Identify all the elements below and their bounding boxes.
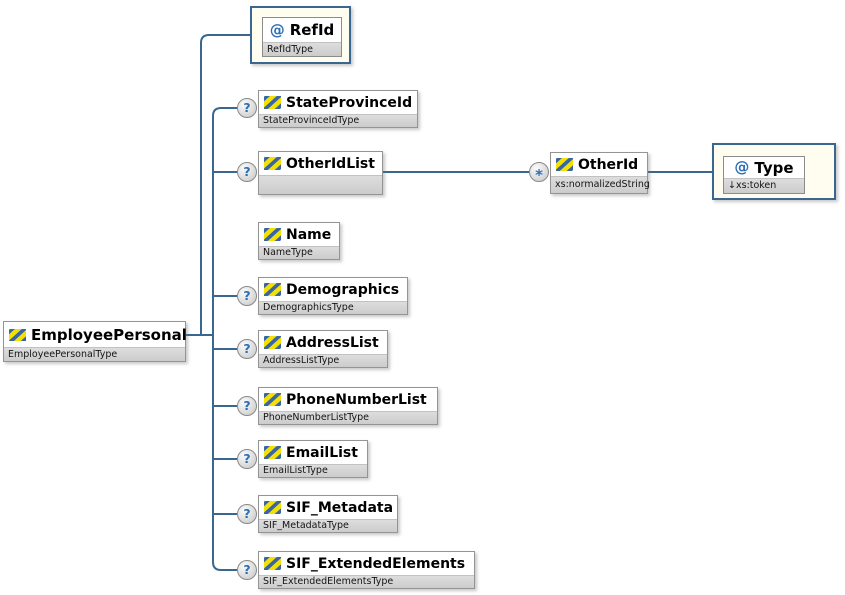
node-type-frame[interactable]: @ Type ↓xs:token [712,143,836,200]
node-label: EmailList [286,444,358,461]
node-demographics[interactable]: Demographics DemographicsType [258,277,408,315]
node-label: StateProvinceId [286,94,413,111]
element-icon [264,96,281,109]
optional-badge: ? [237,162,257,182]
node-sifmetadata[interactable]: SIF_Metadata SIF_MetadataType [258,495,398,533]
optional-badge: ? [237,504,257,524]
node-label: PhoneNumberList [286,391,427,408]
optional-badge: ? [237,396,257,416]
node-type: ↓xs:token [724,178,804,193]
node-type: xs:normalizedString [551,176,650,193]
node-type: NameType [259,246,339,259]
node-name[interactable]: Name NameType [258,222,340,260]
element-icon [264,501,281,514]
optional-badge: ? [237,98,257,118]
many-badge: * [529,162,549,184]
attribute-icon: @ [734,158,750,176]
node-label: SIF_Metadata [286,499,394,516]
node-label: RefId [289,21,335,39]
node-refid-frame[interactable]: @ RefId RefIdType [250,6,351,64]
node-type: DemographicsType [259,301,407,314]
node-type [259,175,382,194]
node-label: Name [286,226,332,243]
element-icon [264,393,281,406]
node-addresslist[interactable]: AddressList AddressListType [258,330,388,368]
node-type: SIF_ExtendedElementsType [259,575,474,588]
connector-element-trunk [212,107,237,571]
node-type: EmployeePersonalType [4,347,185,361]
optional-badge: ? [237,449,257,469]
node-type: SIF_MetadataType [259,519,397,532]
node-label: OtherId [578,156,639,173]
optional-badge: ? [237,560,257,580]
optional-badge: ? [237,286,257,306]
element-icon [264,557,281,570]
element-icon [264,446,281,459]
element-icon [264,157,281,170]
node-otherid[interactable]: OtherId xs:normalizedString [550,152,650,194]
node-label: Type [754,158,794,177]
node-type: RefIdType [263,42,341,56]
node-emaillist[interactable]: EmailList EmailListType [258,440,368,478]
node-refid[interactable]: @ RefId RefIdType [262,17,342,57]
node-type: AddressListType [259,354,387,367]
node-stateprovinceid[interactable]: StateProvinceId StateProvinceIdType [258,90,418,128]
connector-attribute-trunk [200,34,250,335]
node-phonenumberlist[interactable]: PhoneNumberList PhoneNumberListType [258,387,438,425]
attribute-icon: @ [269,20,285,39]
node-otheridlist[interactable]: OtherIdList [258,151,383,195]
node-typeattr[interactable]: @ Type ↓xs:token [723,156,805,194]
node-employeepersonal[interactable]: EmployeePersonal EmployeePersonalType [3,321,187,362]
element-icon [264,228,281,241]
element-icon [264,283,281,296]
node-sifextendedelements[interactable]: SIF_ExtendedElements SIF_ExtendedElement… [258,551,475,589]
node-label: Demographics [286,281,400,298]
element-icon [264,336,281,349]
optional-badge: ? [237,339,257,359]
node-type: EmailListType [259,464,367,477]
node-type: PhoneNumberListType [259,411,437,424]
node-type: StateProvinceIdType [259,114,417,127]
node-label: AddressList [286,334,379,351]
element-icon [556,158,573,171]
element-icon [9,328,26,341]
node-label: OtherIdList [286,155,375,172]
node-label: EmployeePersonal [31,325,187,344]
node-label: SIF_ExtendedElements [286,555,466,572]
